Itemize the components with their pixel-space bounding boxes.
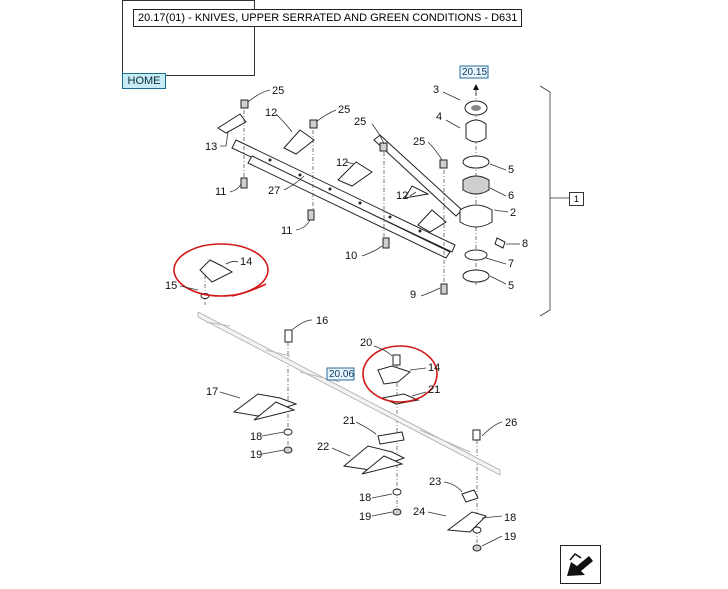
home-button[interactable]: HOME [122,73,166,89]
callout-leaders [179,89,520,547]
callout: 4 [436,111,442,123]
callout: 18 [504,512,516,524]
knife-back-bar [231,134,463,259]
callout: 16 [316,315,328,327]
next-page-arrow-icon[interactable] [560,545,601,584]
callout: 12 [396,190,408,202]
callout: 3 [433,84,439,96]
callout: 21 [343,415,355,427]
reference-lower[interactable]: 20.06 [326,367,355,381]
callout: 8 [522,238,528,250]
callout: 18 [359,492,371,504]
callout: 2 [510,207,516,219]
callout: 21 [428,384,440,396]
callout: 20 [360,337,372,349]
arrow-glyph [567,553,593,576]
callout: 26 [505,417,517,429]
callout: 27 [268,185,280,197]
callout: 11 [215,186,226,198]
callout: 19 [250,449,262,461]
callout: 5 [508,164,514,176]
reference-lower-label: 20.06 [329,369,354,380]
callout: 22 [317,441,329,453]
callout-labels: 25 12 25 25 13 12 25 11 27 12 11 10 3 4 … [165,84,528,543]
clip-bolt [200,293,481,441]
page-title: 20.17(01) - KNIVES, UPPER SERRATED AND G… [133,9,523,27]
callout: 19 [504,531,516,543]
callout: 14 [428,362,440,374]
callout: 23 [429,476,441,488]
callout: 25 [338,104,350,116]
callout: 12 [265,107,277,119]
callout: 25 [354,116,366,128]
guard-nut [283,428,482,552]
guard-bar [197,311,501,476]
callout: 17 [206,386,218,398]
callout: 6 [508,190,514,202]
reference-upper[interactable]: 20.15 [459,65,489,79]
reference-upper-label: 20.15 [462,67,487,78]
callout: 18 [250,431,262,443]
callout: 9 [410,289,416,301]
callout: 15 [165,280,177,292]
callout: 12 [336,157,348,169]
bar-holes [268,158,422,233]
highlight-marker-left [173,243,269,297]
callout: 25 [272,85,284,97]
callout: 10 [345,250,357,262]
callout: 19 [359,511,371,523]
callout: 11 [281,225,292,237]
callout: 24 [413,506,425,518]
up-arrow-icon [473,84,479,90]
group-reference-box: 1 [569,192,584,206]
callout: 25 [413,136,425,148]
knife-section [217,113,447,233]
callout: 7 [508,258,514,270]
callout: 5 [508,280,514,292]
callout: 14 [240,256,252,268]
callout: 13 [205,141,217,153]
highlight-marker-right [362,345,438,403]
group-bracket [539,85,551,317]
guard-finger [232,393,487,533]
knife-head-stack [459,100,506,283]
highlight-marker-left-tail [231,283,267,297]
